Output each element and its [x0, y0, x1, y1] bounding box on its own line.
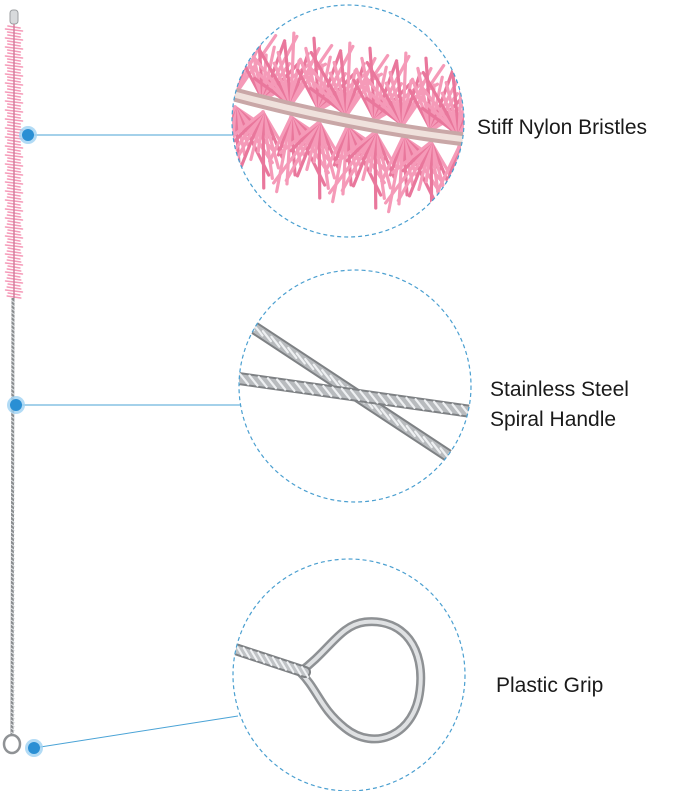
callout-label-grip: Plastic Grip — [496, 671, 603, 701]
brush-bristle-section — [4, 24, 24, 299]
zoom-circle-handle — [238, 269, 472, 503]
leader-line-grip — [33, 715, 239, 749]
callout-label-handle: Stainless Steel Spiral Handle — [490, 375, 629, 435]
callout-label-line: Plastic Grip — [496, 674, 604, 697]
callout-label-line: Stiff Nylon Bristles — [477, 116, 647, 139]
callout-label-line: Stainless Steel — [490, 378, 629, 401]
zoom-circle-grip — [232, 558, 466, 791]
brush-end-cap — [9, 9, 19, 25]
callout-label-bristles: Stiff Nylon Bristles — [477, 113, 647, 143]
callout-dot-grip — [25, 739, 43, 757]
callout-label-line: Spiral Handle — [490, 408, 617, 431]
spiral-handle-closeup-icon — [239, 318, 471, 477]
brush-loop — [2, 733, 22, 755]
callout-dot-bristles — [19, 126, 37, 144]
callout-dot-handle — [7, 396, 25, 414]
brush-full-view — [2, 9, 24, 755]
loop-grip-closeup-icon — [233, 617, 426, 744]
brush-wire-handle — [10, 297, 16, 736]
zoom-circle-bristles — [231, 4, 465, 238]
